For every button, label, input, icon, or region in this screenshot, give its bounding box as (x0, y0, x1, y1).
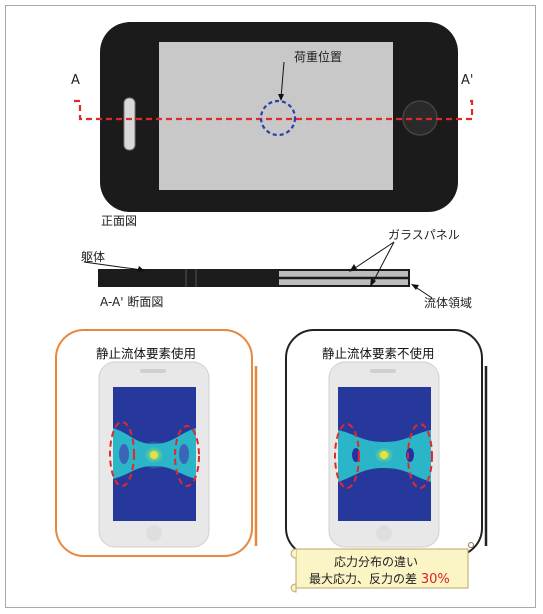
front-view-drawing (74, 22, 474, 299)
panel-left-border (55, 329, 253, 557)
panel-right-highlight-left (334, 423, 360, 489)
section-view-caption: A-A' 断面図 (100, 295, 164, 309)
section-start-label: A (71, 73, 80, 88)
note-line-2-prefix: 最大応力、反力の差 (309, 572, 418, 586)
glass-panel-label: ガラスパネル (388, 228, 460, 242)
speaker-slot (123, 97, 136, 151)
panel-right-title: 静止流体要素不使用 (322, 346, 435, 361)
stress-panels-drawing (55, 329, 488, 593)
note-line-2: 最大応力、反力の差 30% (309, 570, 450, 587)
panel-left-title: 静止流体要素使用 (96, 346, 197, 361)
body-label: 躯体 (81, 250, 106, 264)
section-line (74, 99, 474, 121)
note-line-1: 応力分布の違い (334, 555, 419, 569)
panel-left-highlight-right (174, 425, 200, 487)
fluid-region-label: 流体領域 (424, 296, 473, 310)
phone-screen (159, 42, 393, 190)
figure-frame: 荷重位置 A A' 正面図 躯体 ガラスパネル 流体領域 A-A' 断面図 (5, 5, 536, 608)
load-position-marker (259, 99, 297, 137)
panel-left-highlight-left (109, 421, 135, 487)
section-end-label: A' (461, 73, 474, 88)
panel-right-highlight-right (407, 423, 433, 489)
load-position-label: 荷重位置 (294, 50, 343, 64)
note-value: 30% (420, 572, 450, 587)
front-view-caption: 正面図 (101, 214, 138, 228)
